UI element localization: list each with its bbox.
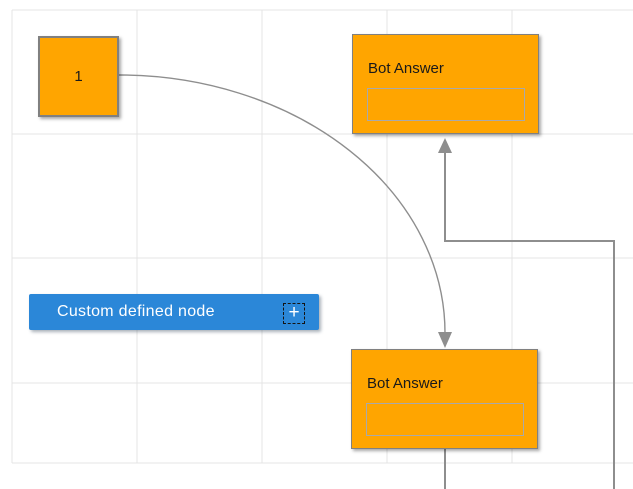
arrowhead-up-icon — [438, 138, 452, 153]
bot-answer-node-top[interactable]: Bot Answer — [352, 34, 539, 134]
custom-node-label: Custom defined node — [57, 303, 215, 320]
bot-answer-node-bottom[interactable]: Bot Answer — [351, 349, 538, 449]
orthogonal-connector[interactable] — [444, 152, 615, 489]
custom-defined-node[interactable]: Custom defined node + — [29, 294, 319, 330]
add-node-button[interactable]: + — [283, 303, 305, 324]
bot-answer-title: Bot Answer — [368, 60, 444, 77]
curved-connector[interactable] — [118, 74, 446, 334]
arrowhead-down-icon — [438, 332, 452, 348]
bot-answer-input[interactable] — [366, 403, 524, 436]
plus-icon: + — [288, 302, 300, 323]
node-1-label: 1 — [74, 68, 83, 85]
bot-answer-title: Bot Answer — [367, 375, 443, 392]
node-1[interactable]: 1 — [38, 36, 119, 117]
bot-answer-input[interactable] — [367, 88, 525, 121]
